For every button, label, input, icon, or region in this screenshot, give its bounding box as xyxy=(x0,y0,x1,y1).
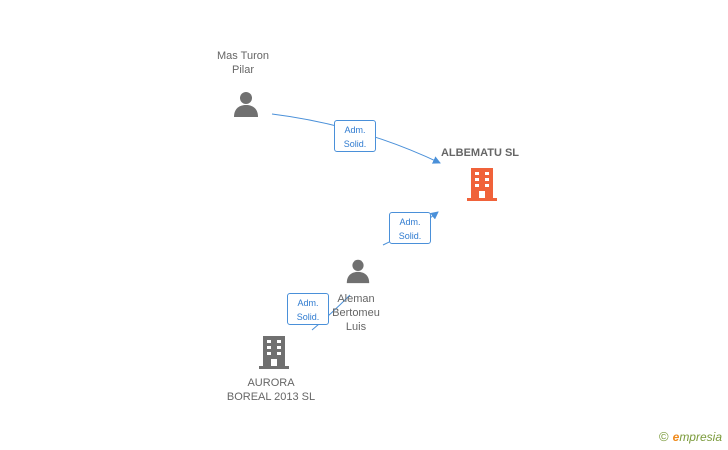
edge-role-line: Solid. xyxy=(296,312,320,322)
node-name-line: Pilar xyxy=(231,64,254,76)
node-label-mas-turon: Mas Turon Pilar xyxy=(193,49,293,77)
building-icon[interactable] xyxy=(256,334,292,370)
node-label-albematu: ALBEMATU SL xyxy=(420,146,540,160)
edge-role-line: Solid. xyxy=(398,231,422,241)
node-name-line: Aleman xyxy=(337,293,375,305)
node-label-aleman: Aleman Bertomeu Luis xyxy=(316,292,396,334)
company-name[interactable]: ALBEMATU SL xyxy=(440,147,519,159)
edge-badge-middle[interactable]: Adm. Solid. xyxy=(389,212,431,244)
node-name-line: BOREAL 2013 SL xyxy=(226,391,316,403)
person-icon[interactable] xyxy=(344,257,372,285)
node-name-line: Luis xyxy=(345,321,367,333)
edge-role-line: Solid. xyxy=(343,139,367,149)
building-icon[interactable] xyxy=(464,166,500,202)
copyright-symbol: © xyxy=(659,429,669,444)
edge-badge-top[interactable]: Adm. Solid. xyxy=(334,120,376,152)
edge-role-line: Adm. xyxy=(399,217,421,227)
brand-initial: e xyxy=(672,430,680,444)
edge-role-line: Adm. xyxy=(344,125,366,135)
node-name-line: AURORA xyxy=(247,377,295,389)
brand-name: mpresia xyxy=(679,430,722,444)
node-label-aurora: AURORA BOREAL 2013 SL xyxy=(211,376,331,404)
empresia-logo: ©empresia xyxy=(659,429,722,444)
person-icon[interactable] xyxy=(231,89,261,119)
node-name-line: Mas Turon xyxy=(217,50,269,62)
node-name-line: Bertomeu xyxy=(332,307,380,319)
edge-line-bottom xyxy=(311,294,351,331)
edge-badge-bottom[interactable]: Adm. Solid. xyxy=(287,293,329,325)
edge-role-line: Adm. xyxy=(297,298,319,308)
